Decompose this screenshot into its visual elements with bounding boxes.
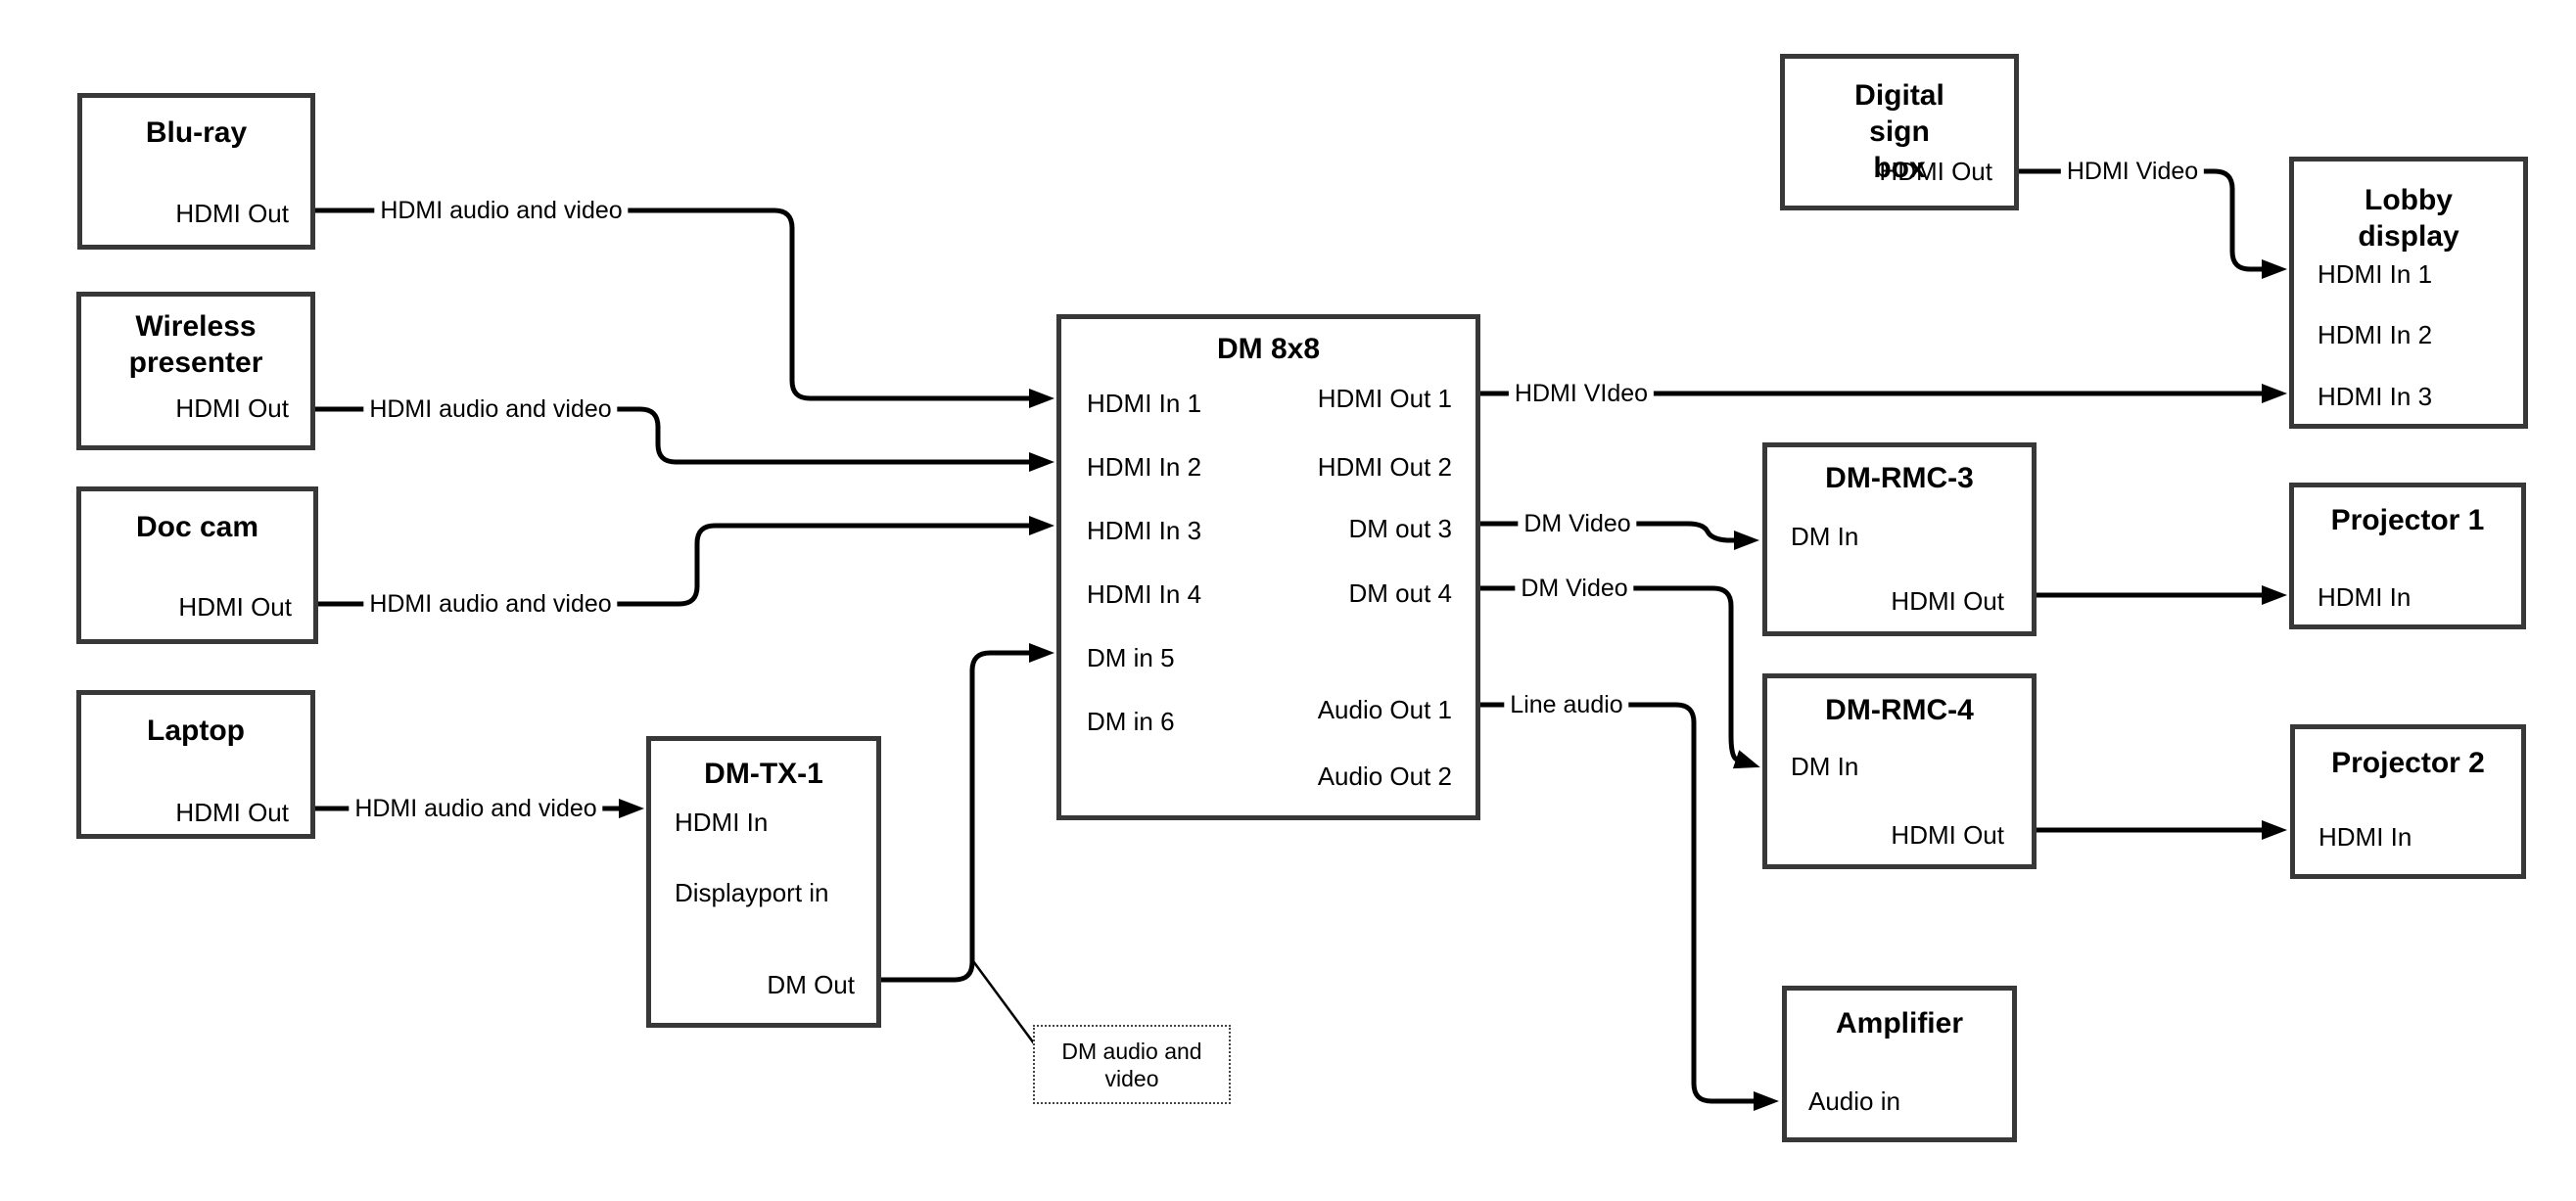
port-hdmi-out: HDMI Out (178, 592, 292, 622)
wire-label-dm-video-4: DM Video (1515, 574, 1634, 603)
node-laptop: Laptop HDMI Out (76, 690, 315, 839)
port-dm-out-4: DM out 4 (1348, 578, 1453, 608)
node-title: DM-RMC-3 (1825, 462, 1974, 494)
node-dm-rmc-3: DM-RMC-3 DM In HDMI Out (1762, 442, 2037, 636)
port-dm-in: DM In (1791, 752, 1859, 781)
annotation-text: DM audio and video (1061, 1038, 1202, 1091)
wire-dmtx1-to-dm8x8-in5 (881, 643, 1054, 983)
wire-label-hdmi-av-bluray: HDMI audio and video (374, 196, 629, 225)
node-title: DM 8x8 (1216, 333, 1321, 365)
port-hdmi-out: HDMI Out (175, 199, 289, 228)
node-title: Wireless presenter (128, 310, 263, 379)
port-dm-out-3: DM out 3 (1348, 514, 1453, 543)
port-hdmi-in-2: HDMI In 2 (1087, 452, 1202, 482)
node-amplifier: Amplifier Audio in (1782, 986, 2017, 1142)
node-projector-1: Projector 1 HDMI In (2289, 483, 2526, 629)
wire-label-hdmi-av-wireless: HDMI audio and video (363, 394, 618, 424)
port-hdmi-in-3: HDMI In 3 (2318, 382, 2433, 411)
wire-label-hdmi-video-sign: HDMI Video (2060, 157, 2205, 186)
wire-dm8x8-out4-to-rmc4 (1480, 585, 1760, 769)
port-hdmi-out: HDMI Out (1891, 586, 2004, 616)
node-lobby-display: Lobby display HDMI In 1 HDMI In 2 HDMI I… (2289, 157, 2528, 429)
node-title: Blu-ray (145, 116, 248, 149)
wire-label-line-audio: Line audio (1504, 690, 1629, 719)
port-hdmi-out-1: HDMI Out 1 (1317, 384, 1452, 413)
port-dm-in-5: DM in 5 (1087, 643, 1175, 672)
port-hdmi-out: HDMI Out (175, 393, 289, 423)
node-dm-8x8: DM 8x8 HDMI In 1 HDMI In 2 HDMI In 3 HDM… (1056, 314, 1480, 820)
port-hdmi-out: HDMI Out (1879, 157, 1992, 186)
port-dm-out: DM Out (767, 970, 855, 999)
port-hdmi-in: HDMI In (675, 808, 769, 837)
node-title: Amplifier (1835, 1007, 1964, 1039)
port-audio-in: Audio in (1808, 1086, 1900, 1116)
node-title: Projector 2 (2331, 747, 2485, 779)
port-audio-out-2: Audio Out 2 (1317, 762, 1452, 791)
wire-label-dm-video-3: DM Video (1518, 509, 1637, 538)
annotation-dm-audio-video: DM audio and video (1033, 1025, 1231, 1104)
node-dm-tx-1: DM-TX-1 HDMI In Displayport in DM Out (646, 736, 881, 1028)
node-title: Projector 1 (2330, 504, 2485, 536)
node-digital-sign-box: Digital sign box HDMI Out (1780, 54, 2019, 210)
port-hdmi-in: HDMI In (2318, 822, 2412, 852)
port-hdmi-out-2: HDMI Out 2 (1317, 452, 1452, 482)
port-dm-in-6: DM in 6 (1087, 707, 1175, 736)
port-displayport-in: Displayport in (675, 878, 829, 907)
port-hdmi-in-3: HDMI In 3 (1087, 516, 1202, 545)
node-title: Laptop (147, 715, 245, 747)
node-title: Lobby display (2358, 184, 2459, 253)
wire-label-hdmi-video-out1: HDMI VIdeo (1508, 379, 1655, 408)
note-leader-line (971, 960, 1036, 1044)
port-hdmi-in-1: HDMI In 1 (1087, 389, 1202, 418)
wire-label-hdmi-av-doccam: HDMI audio and video (363, 589, 618, 619)
port-hdmi-out: HDMI Out (1891, 820, 2004, 850)
wire-sign-to-lobby-in1 (2019, 168, 2287, 279)
node-title: Doc cam (135, 511, 259, 543)
wire-bluray-to-dm8x8-in1 (315, 208, 1054, 408)
node-bluray: Blu-ray HDMI Out (77, 93, 315, 250)
wire-label-hdmi-av-laptop: HDMI audio and video (349, 794, 603, 823)
node-projector-2: Projector 2 HDMI In (2290, 724, 2526, 879)
port-audio-out-1: Audio Out 1 (1317, 695, 1452, 724)
node-title: DM-TX-1 (704, 758, 823, 790)
port-hdmi-in-1: HDMI In 1 (2318, 259, 2433, 289)
port-hdmi-in: HDMI In (2318, 582, 2412, 612)
node-doc-cam: Doc cam HDMI Out (76, 486, 318, 644)
wire-dm8x8-audio1-to-amp (1480, 702, 1779, 1111)
port-hdmi-out: HDMI Out (175, 798, 289, 827)
node-title: Digital sign box (1854, 79, 1944, 184)
node-dm-rmc-4: DM-RMC-4 DM In HDMI Out (1762, 673, 2037, 869)
node-title: DM-RMC-4 (1825, 694, 1974, 726)
port-hdmi-in-4: HDMI In 4 (1087, 579, 1202, 609)
port-hdmi-in-2: HDMI In 2 (2318, 320, 2433, 349)
port-dm-in: DM In (1791, 522, 1859, 551)
node-wireless-presenter: Wireless presenter HDMI Out (76, 292, 315, 450)
